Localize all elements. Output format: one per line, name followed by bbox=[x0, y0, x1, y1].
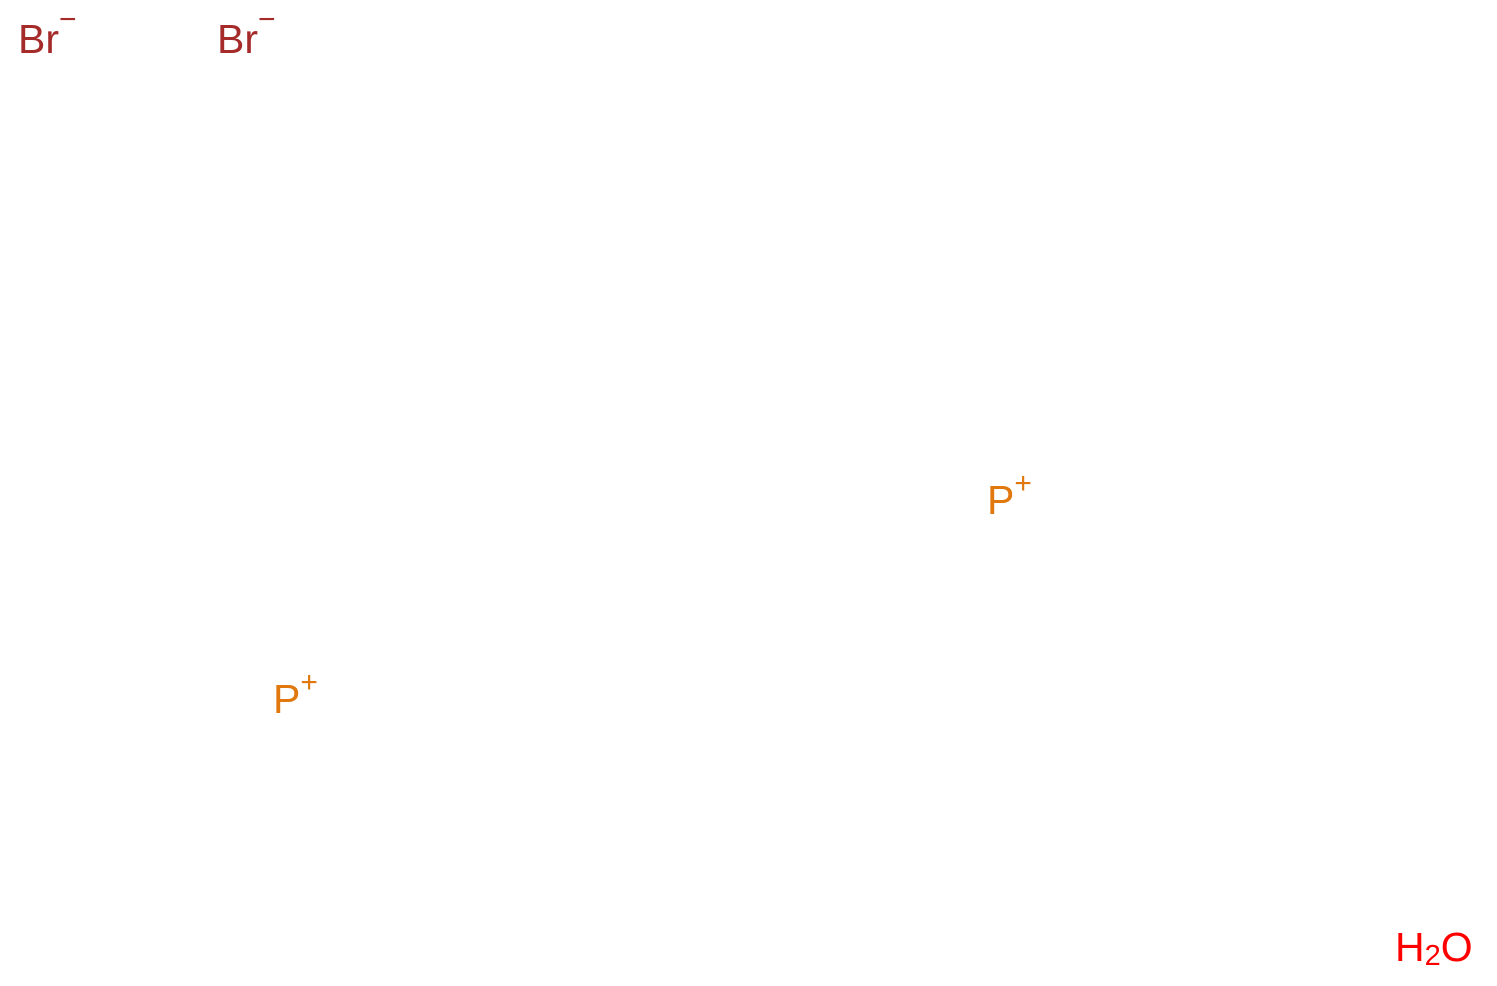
phosphonium-ion-label: P+ bbox=[273, 668, 318, 722]
positive-charge-superscript: + bbox=[300, 666, 318, 699]
phosphonium-ion-label: P+ bbox=[987, 469, 1032, 523]
negative-charge-superscript: − bbox=[59, 3, 77, 36]
water-molecule-label: H2O bbox=[1395, 924, 1473, 972]
water-subscript-2: 2 bbox=[1424, 940, 1441, 972]
bromine-symbol: Br bbox=[18, 16, 59, 62]
phosphorus-symbol: P bbox=[273, 676, 301, 722]
negative-charge-superscript: − bbox=[258, 3, 276, 36]
bromide-ion-label: Br− bbox=[18, 5, 77, 62]
positive-charge-superscript: + bbox=[1014, 467, 1032, 500]
oxygen-symbol: O bbox=[1440, 924, 1473, 970]
bromine-symbol: Br bbox=[217, 16, 258, 62]
bromide-ion-label: Br− bbox=[217, 5, 276, 62]
phosphorus-symbol: P bbox=[987, 477, 1015, 523]
hydrogen-symbol: H bbox=[1395, 924, 1425, 970]
